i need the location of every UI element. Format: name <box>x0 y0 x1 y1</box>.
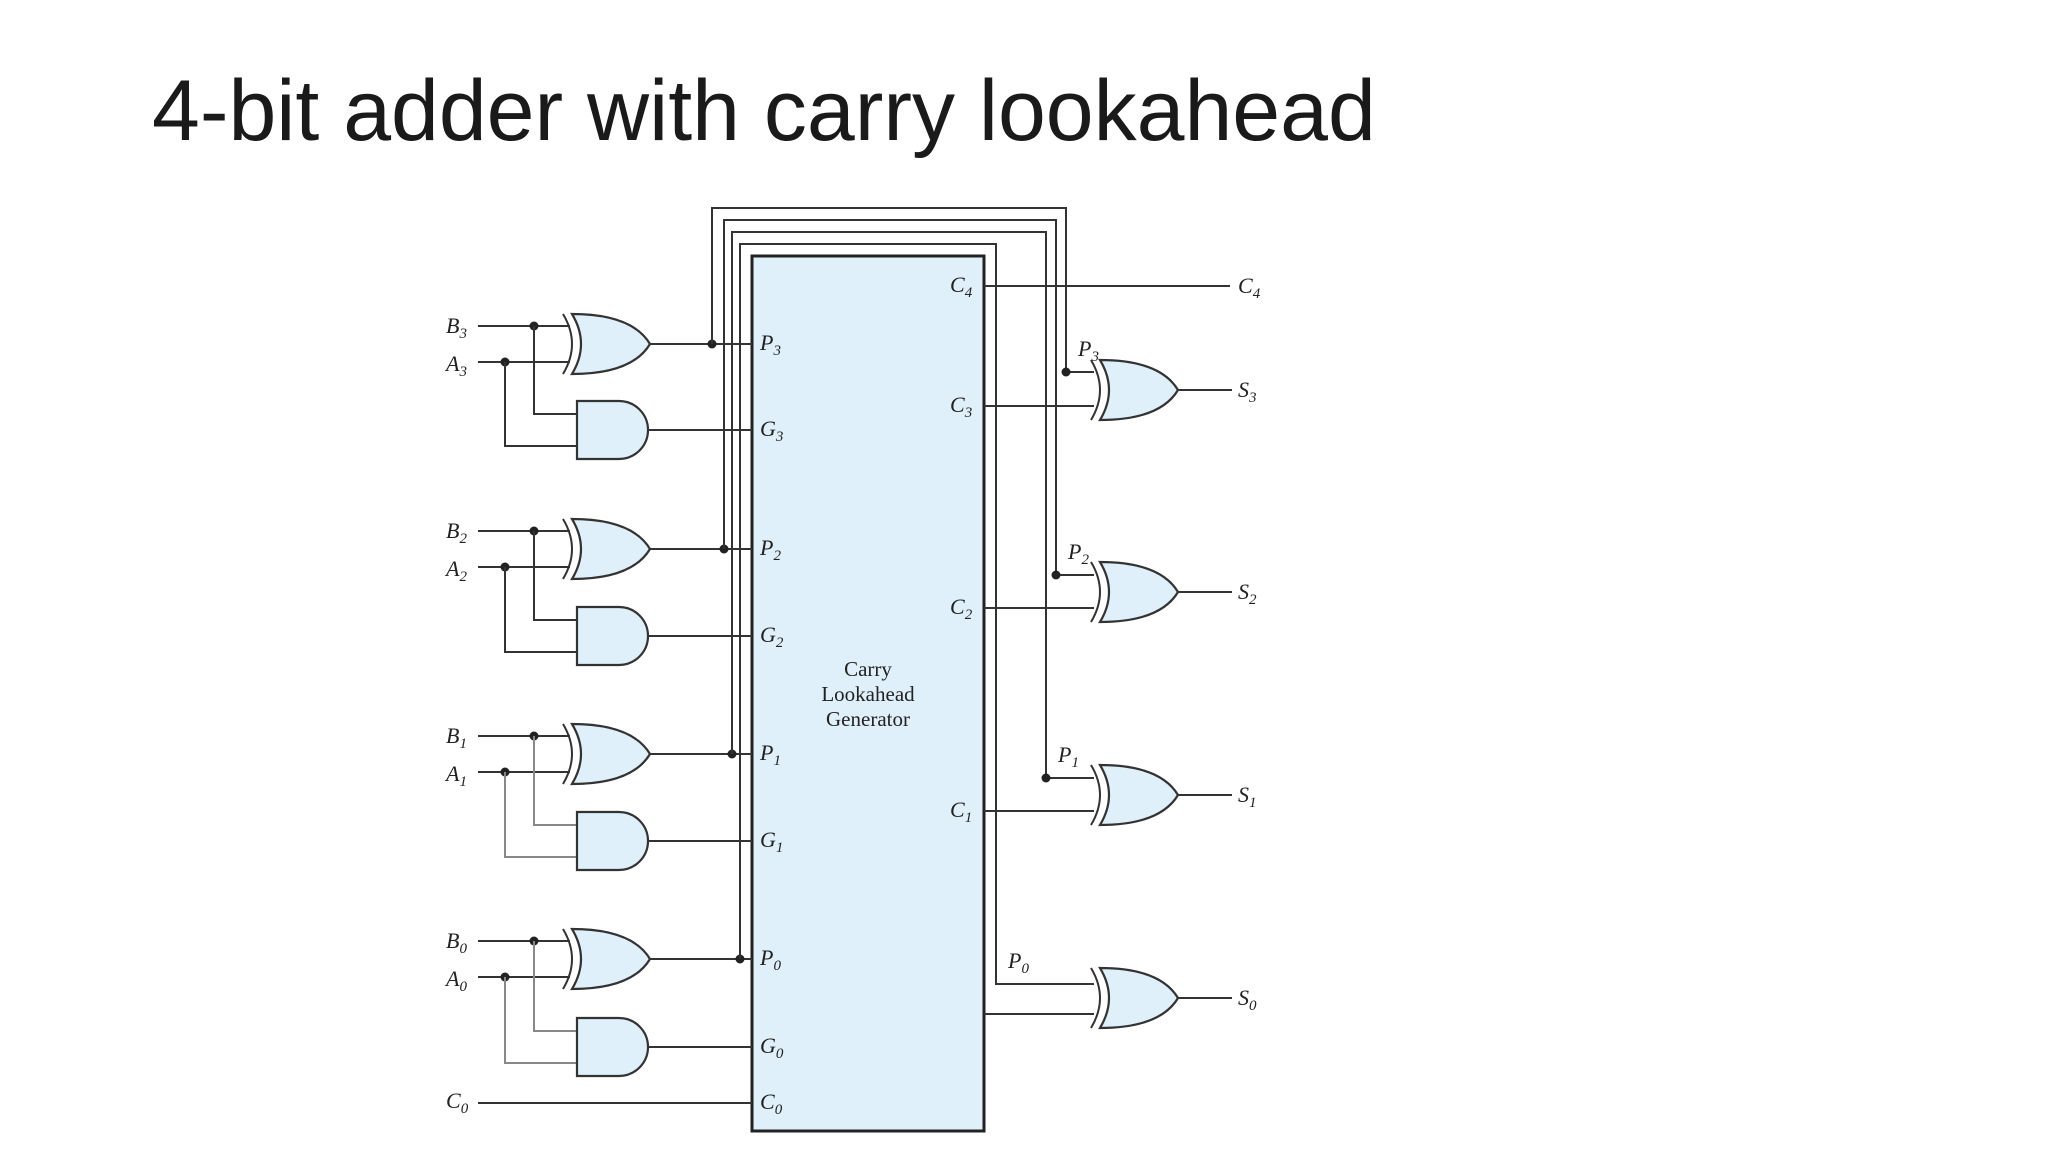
pin-c1-label: C1 <box>950 797 972 826</box>
and-gate-g0 <box>575 1016 650 1078</box>
p3-right-junction <box>1061 367 1071 377</box>
pin-c2-label: C2 <box>950 594 973 623</box>
carry-out-label: C4 <box>1238 273 1261 302</box>
pin-c4-label: C4 <box>950 272 973 301</box>
p3-bus-loop <box>711 207 1094 373</box>
xor-gate-p3-back-arc <box>562 313 573 375</box>
xor-gate-s1 <box>1090 763 1180 827</box>
xor-gate-s3 <box>1090 358 1180 422</box>
right-p3-label: P3 <box>1077 336 1099 365</box>
p1-bus-loop <box>731 231 1094 779</box>
and-gate-g2-body <box>575 605 650 667</box>
lookahead-block-label-2: Generator <box>826 707 910 731</box>
right-p0-label: P0 <box>1007 948 1029 977</box>
p2-bus-loop <box>723 219 1094 576</box>
xor-gate-p1-back-arc <box>562 723 573 785</box>
xor-gate-p1 <box>562 722 652 786</box>
xor-gate-s1-body <box>1098 763 1180 827</box>
branch-a0-to-and <box>504 977 577 1064</box>
input-a0-label: A0 <box>444 966 467 995</box>
lookahead-block <box>750 254 986 1133</box>
xor-gate-p2 <box>562 517 652 581</box>
xor-gate-p2-back-arc <box>562 518 573 580</box>
and-gate-g1 <box>575 810 650 872</box>
pin-g3-label: G3 <box>760 416 783 445</box>
branch-b3-to-and <box>533 326 577 415</box>
xor-gate-s1-back-arc <box>1090 764 1101 826</box>
xor-gate-p0-body <box>570 927 652 991</box>
page-title: 4-bit adder with carry lookahead <box>152 63 1376 159</box>
xor-gate-s2-back-arc <box>1090 561 1101 623</box>
xor-gate-s0-body <box>1098 966 1180 1030</box>
pin-g1-label: G1 <box>760 827 783 856</box>
and-gate-g3-body <box>575 399 650 461</box>
right-p2-label: P2 <box>1067 539 1089 568</box>
p2-right-junction <box>1051 570 1061 580</box>
branch-a3-to-and <box>504 362 577 447</box>
input-b3-label: B3 <box>446 313 467 342</box>
input-a2-label: A2 <box>444 556 467 585</box>
and-gate-g0-body <box>575 1016 650 1078</box>
xor-gate-p0 <box>562 927 652 991</box>
branch-a2-to-and <box>504 567 577 653</box>
lookahead-block-label-1: Lookahead <box>821 682 915 706</box>
input-a3-label: A3 <box>444 351 467 380</box>
xor-gate-s2-body <box>1098 560 1180 624</box>
branch-b0-to-and <box>533 941 577 1032</box>
input-b2-label: B2 <box>446 518 467 547</box>
output-s3-label: S3 <box>1238 377 1257 406</box>
xor-gate-s0-back-arc <box>1090 967 1101 1029</box>
input-b1-label: B1 <box>446 723 467 752</box>
xor-gate-s2 <box>1090 560 1180 624</box>
xor-gate-p1-body <box>570 722 652 786</box>
xor-gate-p3 <box>562 312 652 376</box>
pin-c3-label: C3 <box>950 392 972 421</box>
output-s2-label: S2 <box>1238 579 1257 608</box>
input-a1-label: A1 <box>444 761 467 790</box>
pin-g2-label: G2 <box>760 622 784 651</box>
xor-gate-p0-back-arc <box>562 928 573 990</box>
xor-gate-p2-body <box>570 517 652 581</box>
output-s0-label: S0 <box>1238 985 1257 1014</box>
pin-p2-label: P2 <box>759 535 781 564</box>
carry-in-label: C0 <box>446 1088 469 1117</box>
p0-bus-loop <box>739 243 1094 985</box>
pin-g0-label: G0 <box>760 1033 784 1062</box>
branch-b2-to-and <box>533 531 577 621</box>
xor-gate-s3-body <box>1098 358 1180 422</box>
branch-a1-to-and <box>504 772 577 858</box>
xor-gate-p3-body <box>570 312 652 376</box>
pin-c0-label: C0 <box>760 1089 783 1118</box>
branch-b1-to-and <box>533 736 577 826</box>
p1-right-junction <box>1041 773 1051 783</box>
xor-gate-s0 <box>1090 966 1180 1030</box>
output-s1-label: S1 <box>1238 782 1257 811</box>
xor-gate-s3-back-arc <box>1090 359 1101 421</box>
and-gate-g1-body <box>575 810 650 872</box>
right-p1-label: P1 <box>1057 742 1079 771</box>
lookahead-block-label-0: Carry <box>844 657 892 681</box>
pin-p3-label: P3 <box>759 330 781 359</box>
input-b0-label: B0 <box>446 928 467 957</box>
pin-p1-label: P1 <box>759 740 781 769</box>
and-gate-g3 <box>575 399 650 461</box>
pin-p0-label: P0 <box>759 945 781 974</box>
and-gate-g2 <box>575 605 650 667</box>
